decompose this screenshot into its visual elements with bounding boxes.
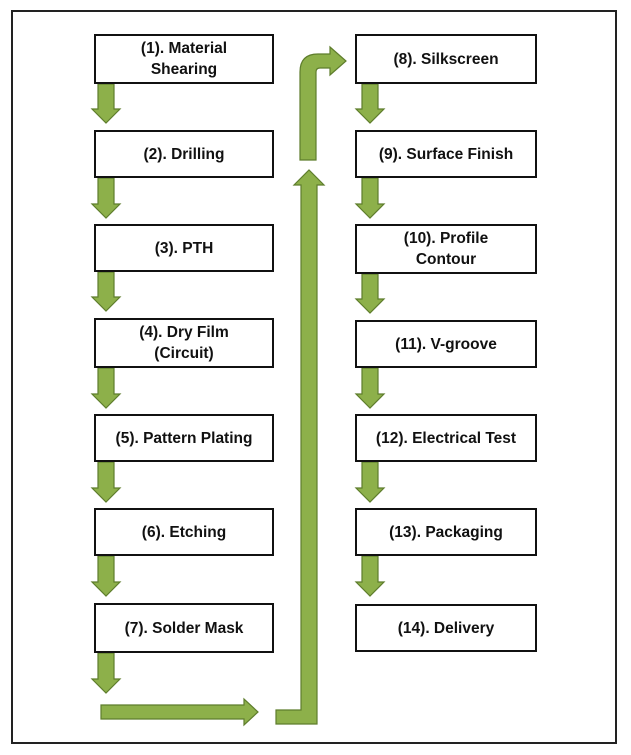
step-13-packaging: (13). Packaging [355, 508, 537, 556]
down-arrow-right-2 [354, 177, 386, 219]
down-arrow-left-5 [90, 461, 122, 503]
up-arrow-long [275, 169, 326, 725]
step-4-dry-film: (4). Dry Film (Circuit) [94, 318, 274, 368]
down-arrow-right-3 [354, 273, 386, 314]
step-8-label: (8). Silkscreen [393, 50, 499, 68]
step-7-label: (7). Solder Mask [124, 619, 244, 637]
step-6-label: (6). Etching [141, 523, 227, 541]
step-14-label: (14). Delivery [397, 619, 495, 637]
step-6-etching: (6). Etching [94, 508, 274, 556]
step-8-silkscreen: (8). Silkscreen [355, 34, 537, 84]
step-2-drilling: (2). Drilling [94, 130, 274, 178]
step-3-label: (3). PTH [154, 239, 214, 257]
down-arrow-right-5 [354, 461, 386, 503]
step-5-label: (5). Pattern Plating [115, 429, 253, 447]
step-5-pattern-plating: (5). Pattern Plating [94, 414, 274, 462]
down-arrow-right-1 [354, 83, 386, 124]
down-arrow-left-1 [90, 83, 122, 124]
step-9-surface-finish: (9). Surface Finish [355, 130, 537, 178]
down-arrow-left-3 [90, 271, 122, 312]
step-11-v-groove: (11). V-groove [355, 320, 537, 368]
step-1-material-shearing: (1). Material Shearing [94, 34, 274, 84]
step-11-label: (11). V-groove [395, 335, 497, 353]
step-12-label: (12). Electrical Test [375, 429, 517, 447]
top-elbow-arrow [299, 45, 347, 161]
down-arrow-left-7 [90, 652, 122, 694]
step-7-solder-mask: (7). Solder Mask [94, 603, 274, 653]
step-12-electrical-test: (12). Electrical Test [355, 414, 537, 462]
step-10-label: (10). Profile Contour [403, 230, 489, 268]
step-14-delivery: (14). Delivery [355, 604, 537, 652]
step-4-label: (4). Dry Film (Circuit) [139, 324, 229, 362]
down-arrow-left-6 [90, 555, 122, 597]
bottom-right-arrow [100, 697, 259, 727]
step-2-label: (2). Drilling [143, 145, 225, 163]
step-10-profile-contour: (10). Profile Contour [355, 224, 537, 274]
down-arrow-right-6 [354, 555, 386, 597]
down-arrow-left-2 [90, 177, 122, 219]
step-9-label: (9). Surface Finish [378, 145, 514, 163]
down-arrow-right-4 [354, 367, 386, 409]
step-13-label: (13). Packaging [389, 523, 503, 541]
step-3-pth: (3). PTH [94, 224, 274, 272]
step-1-label: (1). Material Shearing [140, 40, 228, 78]
down-arrow-left-4 [90, 367, 122, 409]
